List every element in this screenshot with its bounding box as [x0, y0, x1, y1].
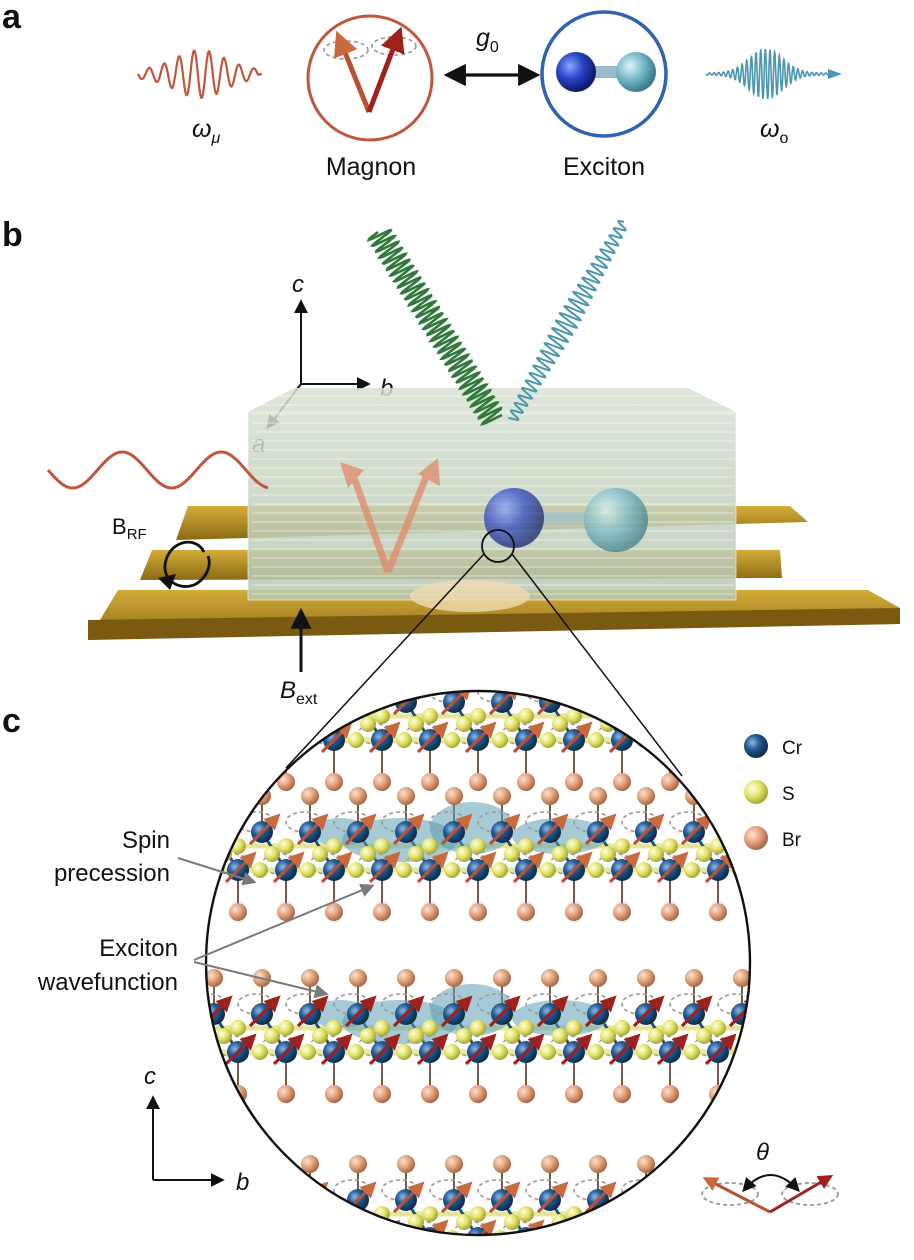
- exciton-pointer-lower: [193, 961, 329, 999]
- panel-label-c: c: [2, 702, 21, 740]
- exciton-wavefunction-label-line2: wavefunction: [37, 969, 178, 996]
- brf-circulation-icon: [158, 540, 211, 590]
- zoom-line-right: [511, 553, 683, 777]
- legend-item-br: Br: [744, 826, 802, 851]
- canting-angle-icon: [701, 1174, 839, 1214]
- coupling-label: g0: [476, 24, 499, 56]
- legend-label-br: Br: [782, 830, 802, 851]
- exciton-wavefunction-label-line1: Exciton: [99, 935, 178, 962]
- bext-label: Bext: [280, 677, 318, 708]
- exciton-circle: [540, 10, 668, 138]
- legend-item-s: S: [744, 780, 795, 805]
- atom-legend: Cr S Br: [744, 734, 803, 851]
- brf-label: BRF: [112, 514, 147, 543]
- legend-item-cr: Cr: [744, 734, 803, 759]
- stack-exciton-molecule: [484, 488, 648, 552]
- optical-wave-arrowhead: [828, 69, 842, 79]
- spin-precession-label-line2: precession: [54, 860, 170, 887]
- panel-c-axis-c: c: [144, 1063, 156, 1090]
- magnon-circle: [306, 14, 434, 142]
- zoom-circle-border: [204, 689, 752, 1237]
- rf-wave: [46, 450, 269, 490]
- microwave-wave: [137, 49, 263, 100]
- spin-precession-pointer: [177, 857, 257, 886]
- exciton-molecule-icon: [556, 52, 656, 92]
- optical-frequency-label: ωo: [760, 115, 788, 147]
- microwave-frequency-label: ωμ: [192, 115, 220, 147]
- optical-wave-packet: [705, 48, 833, 100]
- legend-label-s: S: [782, 784, 795, 805]
- stack-spin-arrows: [340, 458, 440, 574]
- spin-precession-label-line1: Spin: [122, 827, 170, 854]
- exciton-pointer-upper: [193, 883, 375, 961]
- exciton-label: Exciton: [563, 153, 645, 181]
- zoom-line-left: [285, 553, 485, 769]
- incident-optical-beam: [366, 228, 503, 426]
- legend-label-cr: Cr: [782, 738, 803, 759]
- zoom-marker-circle: [481, 529, 515, 563]
- panel-b-axis-c: c: [292, 271, 304, 298]
- panel-c-axes: [146, 1095, 225, 1187]
- canting-angle-label: θ: [756, 1139, 769, 1166]
- reflected-optical-beam: [508, 220, 627, 422]
- magnon-label: Magnon: [326, 153, 416, 181]
- panel-c-axis-b: b: [236, 1169, 249, 1196]
- panel-label-a: a: [2, 0, 22, 36]
- panel-label-b: b: [2, 216, 23, 254]
- magnon-spin-icon: [323, 26, 417, 113]
